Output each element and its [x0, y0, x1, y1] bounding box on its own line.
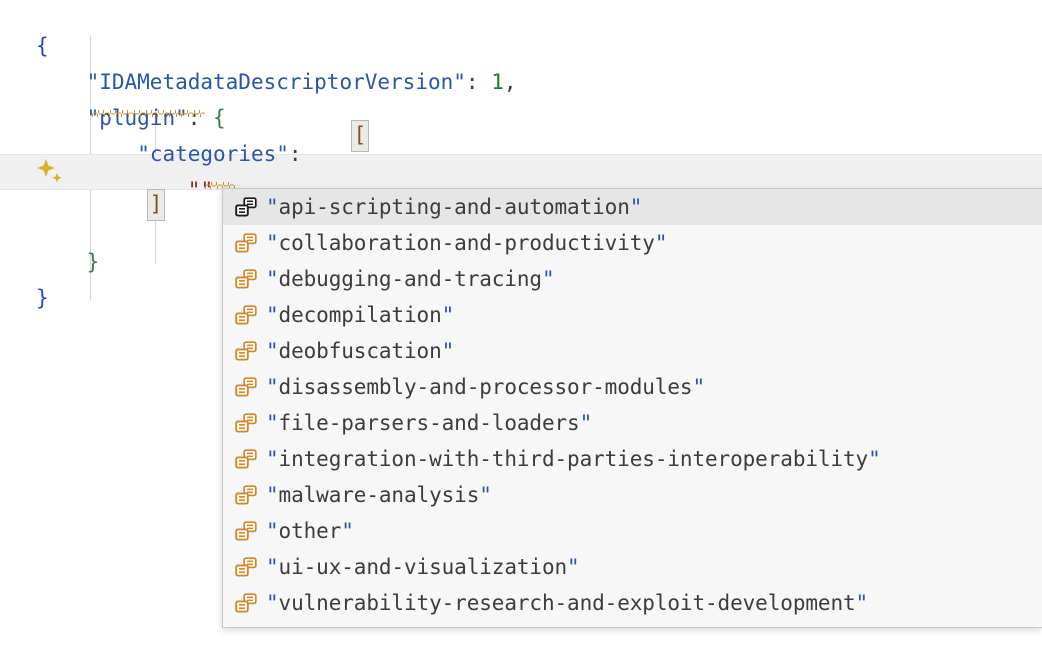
enum-member-icon — [235, 485, 257, 505]
enum-member-icon — [235, 413, 257, 433]
autocomplete-item[interactable]: "vulnerability-research-and-exploit-deve… — [223, 585, 1042, 621]
squiggle-empty-string — [205, 182, 235, 189]
code-line: "IDAMetadataDescriptorVersion": 1, — [0, 64, 1042, 100]
code-token: } — [86, 250, 100, 274]
autocomplete-item[interactable]: "other" — [223, 513, 1042, 549]
autocomplete-item-label: "file-parsers-and-loaders" — [266, 411, 593, 435]
autocomplete-item[interactable]: "debugging-and-tracing" — [223, 261, 1042, 297]
autocomplete-item-label: "ui-ux-and-visualization" — [266, 555, 580, 579]
code-line: "categories": — [0, 136, 1042, 172]
autocomplete-item[interactable]: "api-scripting-and-automation" — [223, 189, 1042, 225]
bracket-match-close: ] — [147, 189, 165, 221]
autocomplete-item-label: "deobfuscation" — [266, 339, 455, 363]
autocomplete-item[interactable]: "collaboration-and-productivity" — [223, 225, 1042, 261]
autocomplete-item-label: "decompilation" — [266, 303, 455, 327]
autocomplete-item-label: "debugging-and-tracing" — [266, 267, 555, 291]
autocomplete-list[interactable]: "api-scripting-and-automation" "collabora… — [223, 189, 1042, 621]
autocomplete-item-label: "integration-with-third-parties-interope… — [266, 447, 881, 471]
enum-member-icon — [235, 233, 257, 253]
code-token: { — [36, 34, 49, 58]
autocomplete-item-label: "collaboration-and-productivity" — [266, 231, 668, 255]
autocomplete-item-label: "api-scripting-and-automation" — [266, 195, 643, 219]
code-token: : — [288, 142, 315, 166]
code-token: { — [213, 106, 226, 130]
enum-member-icon — [235, 341, 257, 361]
autocomplete-item[interactable]: "ui-ux-and-visualization" — [223, 549, 1042, 585]
code-token: "IDAMetadataDescriptorVersion" — [86, 70, 466, 94]
enum-member-icon — [235, 197, 257, 217]
code-line: } — [0, 244, 1042, 280]
autocomplete-item-label: "malware-analysis" — [266, 483, 492, 507]
autocomplete-item[interactable]: "malware-analysis" — [223, 477, 1042, 513]
autocomplete-item[interactable]: "disassembly-and-processor-modules" — [223, 369, 1042, 405]
code-line: "plugin": { — [0, 100, 1042, 136]
code-line: { — [0, 28, 1042, 64]
autocomplete-popup[interactable]: "api-scripting-and-automation" "collabora… — [222, 188, 1042, 628]
code-line: } — [0, 280, 1042, 316]
enum-member-icon — [235, 269, 257, 289]
ai-sparkle-icon[interactable] — [34, 156, 66, 188]
autocomplete-item[interactable]: "decompilation" — [223, 297, 1042, 333]
enum-member-icon — [235, 557, 257, 577]
code-token: "categories" — [137, 142, 289, 166]
code-token: 1 — [491, 70, 504, 94]
current-line-highlight — [0, 154, 1042, 190]
autocomplete-item[interactable]: "file-parsers-and-loaders" — [223, 405, 1042, 441]
enum-member-icon — [235, 305, 257, 325]
autocomplete-item[interactable]: "deobfuscation" — [223, 333, 1042, 369]
bracket-match-open: [ — [351, 120, 369, 152]
enum-member-icon — [235, 593, 257, 613]
autocomplete-item-label: "disassembly-and-processor-modules" — [266, 375, 706, 399]
enum-member-icon — [235, 449, 257, 469]
code-token: } — [36, 286, 49, 310]
code-token: , — [503, 70, 517, 94]
autocomplete-item-label: "vulnerability-research-and-exploit-deve… — [266, 591, 869, 615]
autocomplete-item[interactable]: "integration-with-third-parties-interope… — [223, 441, 1042, 477]
enum-member-icon — [235, 377, 257, 397]
squiggle-plugin — [92, 110, 205, 117]
enum-member-icon — [235, 521, 257, 541]
code-token: : — [465, 70, 492, 94]
autocomplete-item-label: "other" — [266, 519, 354, 543]
